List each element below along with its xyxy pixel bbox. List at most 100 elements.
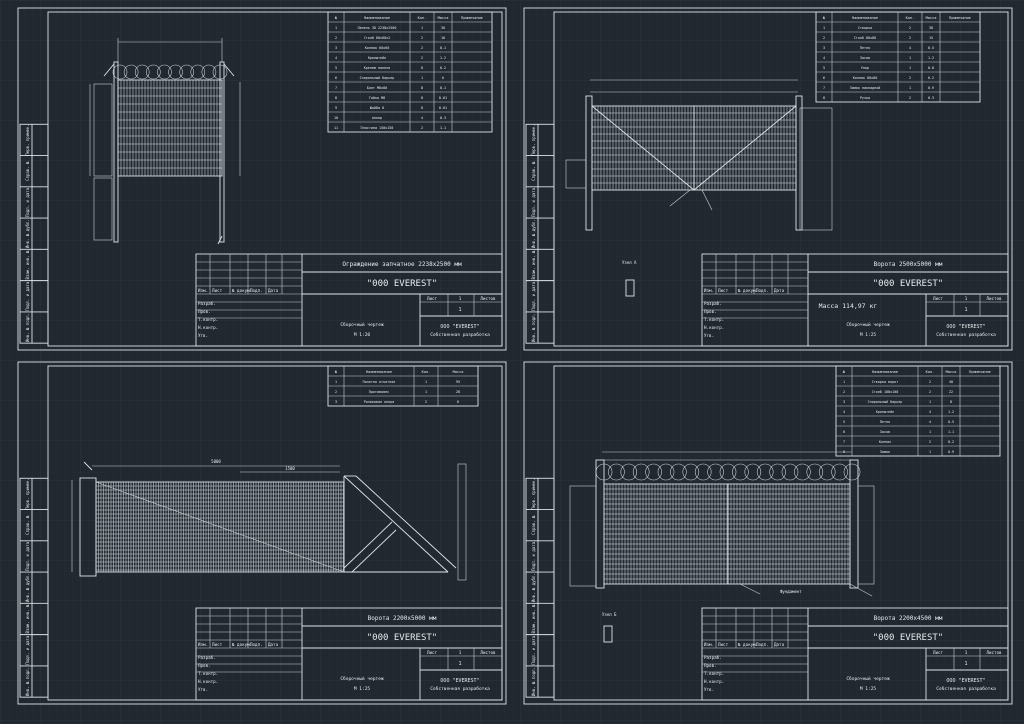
drawing-type: Сборочный чертеж xyxy=(846,321,890,328)
spec-cell: 6 xyxy=(823,76,825,80)
leader-line xyxy=(669,189,691,207)
product-title: Ворота 2200x5000 мм xyxy=(368,615,437,622)
spec-cell: 6 xyxy=(457,400,459,404)
drawing-scale: М 1:25 xyxy=(354,686,371,692)
spec-cell: 1.2 xyxy=(948,410,954,414)
spec-cell: 0.8 xyxy=(928,66,934,70)
spec-cell: 28 xyxy=(456,390,460,394)
coil-loop xyxy=(620,463,638,481)
callout-text: Фундамент xyxy=(780,589,802,594)
coil-loop xyxy=(134,64,150,80)
spec-cell: 0.2 xyxy=(928,76,934,80)
spec-cell: 1 xyxy=(421,26,423,30)
spec-cell: 8 xyxy=(421,106,423,110)
sheet-label: Лист xyxy=(933,296,944,301)
spec-cell: Кронштейн xyxy=(368,56,386,60)
spec-cell: 2 xyxy=(823,36,825,40)
counterweight-frame xyxy=(355,475,457,569)
spec-cell: 2 xyxy=(421,56,423,60)
spec-cell: Крепеж панели xyxy=(364,66,391,70)
title-block-col-header: Изм. xyxy=(198,288,208,293)
total-sheets-label: Листов xyxy=(986,650,1002,655)
dimension-text: 5000 xyxy=(211,459,221,464)
coil-loop xyxy=(201,64,217,80)
spec-cell: 1 xyxy=(909,66,911,70)
detail-label: Узел Б xyxy=(602,612,617,617)
drawing-type: Сборочный чертеж xyxy=(340,675,384,682)
spec-header-cell: Примечание xyxy=(949,16,971,20)
spec-cell: 1.1 xyxy=(440,126,446,130)
spec-cell: 8 xyxy=(421,96,423,100)
spec-cell: Полотно откатное xyxy=(363,380,396,384)
spec-header-cell: № xyxy=(843,370,846,374)
coil-loop xyxy=(719,463,737,481)
spec-cell: 1 xyxy=(425,390,427,394)
spec-cell: 0.5 xyxy=(928,46,934,50)
spec-cell: 1 xyxy=(929,400,931,404)
strip-label: Подп. и дата xyxy=(25,187,30,216)
strip-label: Подп. и дата xyxy=(25,281,30,310)
spec-cell: Колпак 60x60 xyxy=(365,46,390,50)
spec-cell: Петля xyxy=(860,46,870,50)
spec-cell: Гайка М8 xyxy=(369,96,385,100)
spec-header-cell: Примечание xyxy=(461,16,483,20)
leader-line xyxy=(739,583,761,595)
title-block-person-role: Разраб. xyxy=(198,655,216,660)
title-block-person-role: Разраб. xyxy=(704,655,722,660)
bracket-arm xyxy=(103,63,115,77)
spec-header-cell: Масса xyxy=(926,16,937,20)
strip-label: Инв. № подл. xyxy=(531,667,536,696)
strip-label: Инв. № подл. xyxy=(531,313,536,342)
spec-cell: Спиральный барьер xyxy=(868,399,903,404)
spec-cell: 9 xyxy=(335,106,337,110)
title-block-col-header: Подп. xyxy=(250,288,263,293)
strip-label: Инв. № подл. xyxy=(25,313,30,342)
detail-element xyxy=(625,279,635,297)
spec-cell: 2 xyxy=(909,26,911,30)
gate-leaf-left xyxy=(591,105,695,191)
spec-cell: 1.2 xyxy=(928,56,934,60)
spec-cell: Пластина 150x150 xyxy=(361,126,394,130)
spec-cell: 6 xyxy=(335,76,337,80)
title-block-col-header: № докум. xyxy=(232,288,252,293)
coil-loop xyxy=(608,463,625,481)
total-sheets-label: Листов xyxy=(986,296,1002,301)
spec-cell: 6 xyxy=(843,430,845,434)
left-binding-strip xyxy=(525,123,555,344)
spec-cell: Засов xyxy=(880,430,890,434)
footer-company: ООО "EVEREST" xyxy=(946,324,985,330)
total-sheets-value: 1 xyxy=(458,307,461,313)
sheet-outer-border xyxy=(523,7,1013,351)
company-name: "000 EVEREST" xyxy=(367,279,437,289)
spec-cell: 8 xyxy=(335,96,337,100)
drawing-scale: М 1:20 xyxy=(354,332,371,338)
spec-cell: 8 xyxy=(421,86,423,90)
spec-cell: 7 xyxy=(823,86,825,90)
title-block-person-role: Т.контр. xyxy=(704,671,724,676)
spec-cell: 2 xyxy=(421,46,423,50)
spec-cell: Засов xyxy=(860,56,870,60)
coil-loop xyxy=(632,463,650,481)
sheet-number: 1 xyxy=(459,296,462,301)
spec-header-cell: Масса xyxy=(453,370,464,374)
gate-leaf-left xyxy=(603,483,729,585)
counterweight-brace xyxy=(351,529,397,573)
sliding-leaf-mesh xyxy=(95,481,345,573)
strip-label: Взам. инв. № xyxy=(25,604,30,633)
spec-cell: 2 xyxy=(421,36,423,40)
spec-cell: 1 xyxy=(335,26,337,30)
strip-label: Подп. и дата xyxy=(25,541,30,570)
spec-cell: Петля xyxy=(880,420,890,424)
spec-cell: 5 xyxy=(335,66,337,70)
razor-coil xyxy=(112,64,228,80)
bracket-arm xyxy=(223,63,235,77)
spec-cell: 10 xyxy=(334,116,338,120)
spec-cell: 95 xyxy=(456,380,460,384)
title-block-person-role: Н.контр. xyxy=(198,679,218,684)
